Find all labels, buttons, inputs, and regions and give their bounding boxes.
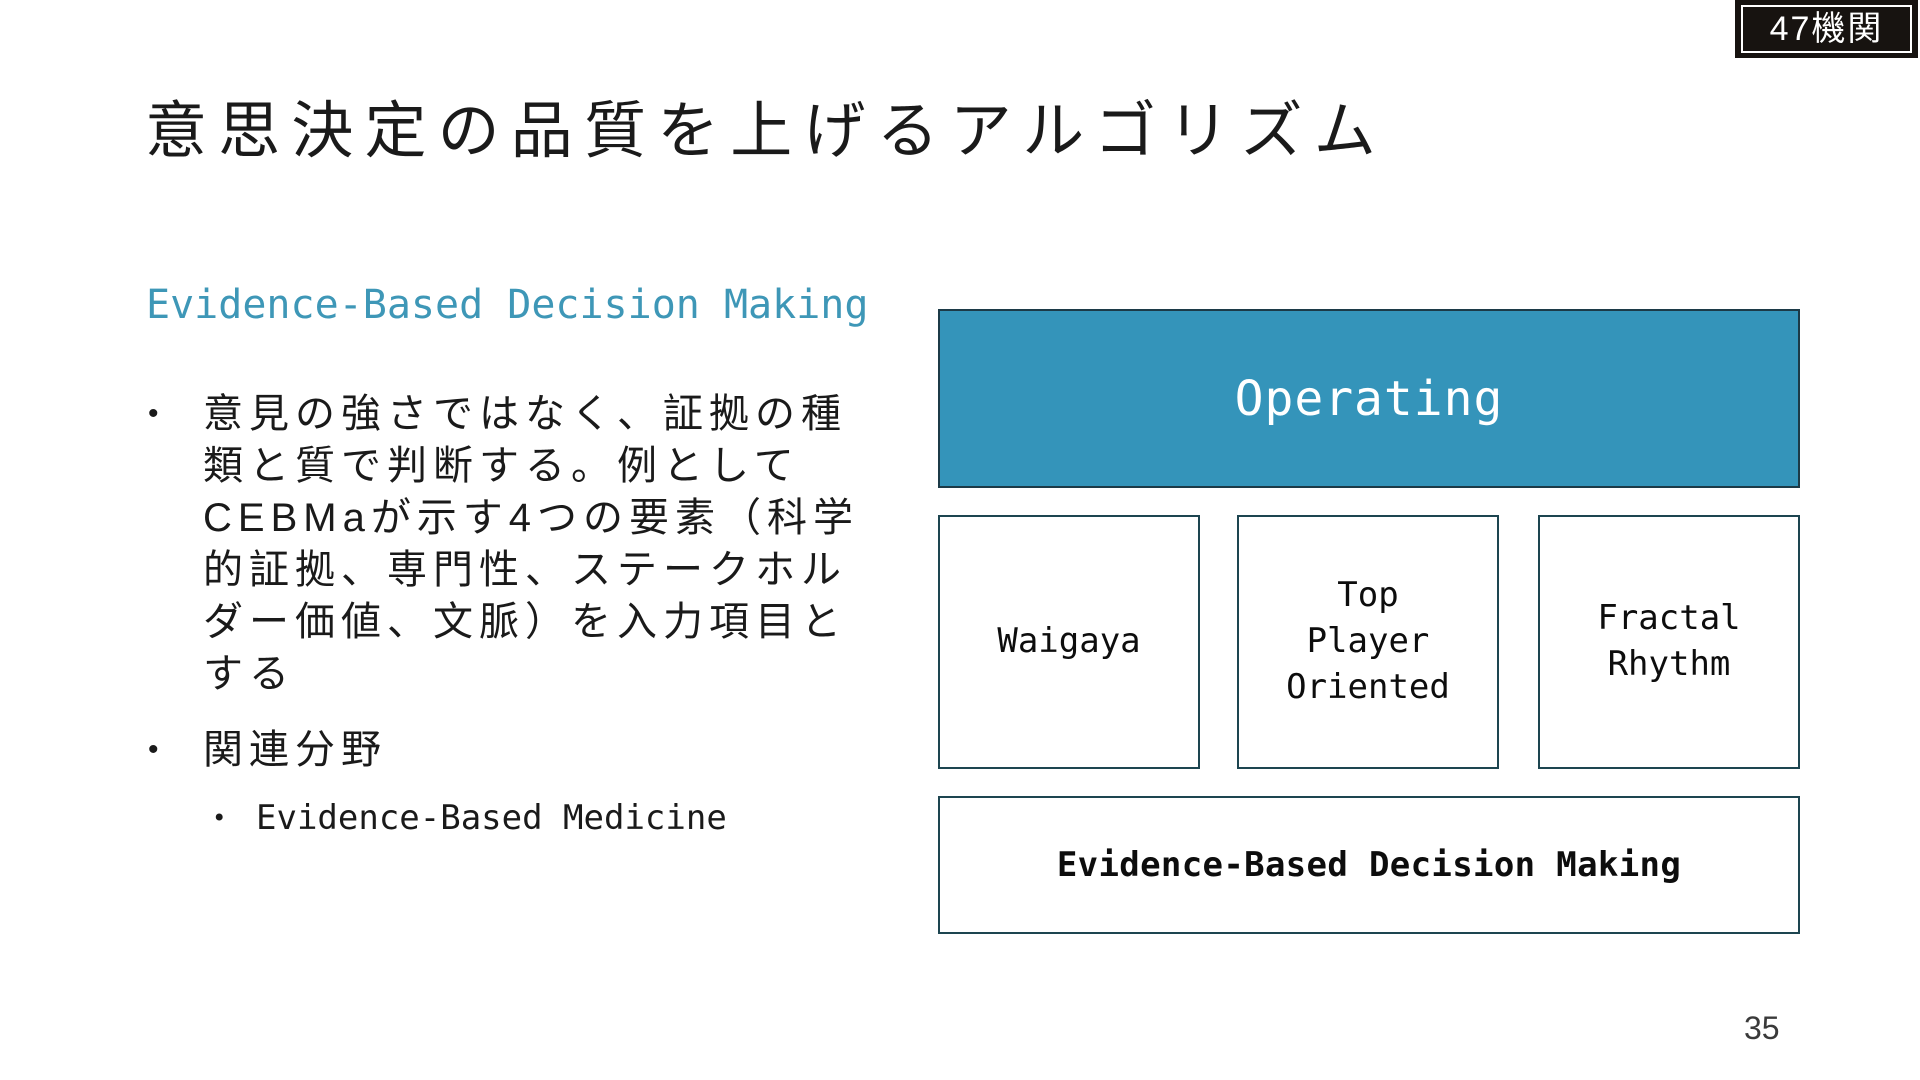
bullet-list: • 意見の強さではなく、証拠の種類と質で判断する。例としてCEBMaが示す4つの… xyxy=(148,388,908,840)
diagram-box-label: Evidence-Based Decision Making xyxy=(1056,845,1682,885)
bullet-text: 関連分野 xyxy=(203,728,387,772)
sub-bullet-text: Evidence-Based Medicine xyxy=(256,798,727,838)
logo-text: 47機関 xyxy=(1769,10,1884,48)
bullet-marker: • xyxy=(148,733,159,766)
diagram-box-operating: Operating xyxy=(938,309,1800,488)
bullet-marker: • xyxy=(212,804,227,832)
slide-title: 意思決定の品質を上げるアルゴリズム xyxy=(145,97,1387,166)
diagram-box-waigaya: Waigaya xyxy=(938,515,1200,769)
diagram-box-label: Operating xyxy=(1234,370,1504,427)
sub-bullet-item: • Evidence-Based Medicine xyxy=(148,796,908,840)
diagram-box-label: Top Player Oriented xyxy=(1286,575,1450,707)
diagram-box-fractal-rhythm: Fractal Rhythm xyxy=(1538,515,1800,769)
diagram-box-label: Waigaya xyxy=(997,621,1141,662)
diagram-box-label: Fractal Rhythm xyxy=(1597,598,1741,684)
bullet-marker: • xyxy=(148,397,159,430)
diagram-box-evidence-based-decision-making: Evidence-Based Decision Making xyxy=(938,796,1800,934)
bullet-text: 意見の強さではなく、証拠の種類と質で判断する。例としてCEBMaが示す4つの要素… xyxy=(203,392,860,696)
diagram-box-top-player-oriented: Top Player Oriented xyxy=(1237,515,1499,769)
logo-frame: 47機関 xyxy=(1741,5,1912,53)
section-heading: Evidence-Based Decision Making xyxy=(146,282,869,328)
bullet-item: • 意見の強さではなく、証拠の種類と質で判断する。例としてCEBMaが示す4つの… xyxy=(148,388,908,700)
page-number: 35 xyxy=(1744,1010,1780,1046)
bullet-item: • 関連分野 xyxy=(148,724,908,776)
logo: 47機関 xyxy=(1735,0,1918,58)
